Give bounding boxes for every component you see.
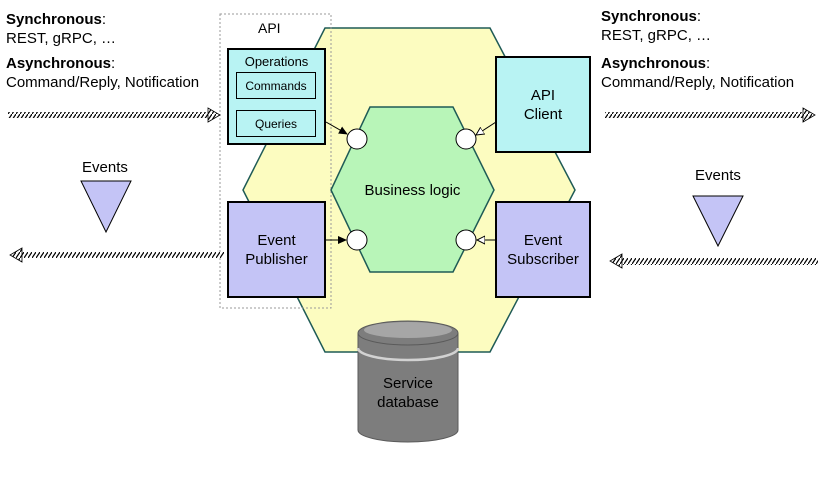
right-events-arrow: [609, 253, 818, 269]
right-async-colon: :: [706, 55, 711, 72]
left-async-colon: :: [111, 55, 116, 72]
right-sync-label: Synchronous: [601, 8, 697, 25]
left-sync-arrow: [8, 107, 221, 123]
commands-box: Commands: [236, 72, 316, 99]
port-operations: [346, 128, 368, 150]
right-events-label: Events: [695, 167, 741, 184]
api-group-border: [219, 13, 332, 309]
right-sync-colon: :: [696, 8, 702, 25]
left-events-triangle-icon: [80, 180, 132, 234]
business-logic-label: Business logic: [364, 182, 461, 199]
right-events-triangle-icon: [692, 195, 744, 248]
left-sync-line: Synchronous:: [6, 12, 106, 27]
api-group-title: API: [258, 20, 281, 36]
service-database-line1: Service: [382, 375, 434, 392]
event-subscriber-line1: Event: [523, 231, 563, 249]
api-client-line1: API: [530, 86, 556, 104]
event-subscriber-line2: Subscriber: [507, 250, 579, 268]
right-async-examples: Command/Reply, Notification: [601, 74, 795, 91]
right-async-line: Asynchronous:: [601, 56, 710, 71]
port-event-publisher: [346, 229, 368, 251]
left-events-arrow: [9, 247, 224, 263]
right-sync-examples: REST, gRPC, …: [601, 27, 712, 44]
right-async-label: Asynchronous: [601, 55, 707, 72]
left-events-label: Events: [82, 159, 128, 176]
left-sync-examples: REST, gRPC, …: [6, 30, 117, 47]
queries-box: Queries: [236, 110, 316, 137]
left-async-label: Asynchronous: [6, 55, 112, 72]
left-async-line: Asynchronous:: [6, 56, 115, 71]
event-publisher-box: Event Publisher: [227, 201, 326, 298]
event-publisher-line1: Event: [257, 231, 296, 249]
service-database-label: Service database: [358, 373, 458, 413]
service-database-line2: database: [377, 394, 439, 411]
left-sync-label: Synchronous: [6, 11, 102, 28]
api-client-box: API Client: [495, 56, 591, 153]
operations-to-port-arrow: [325, 121, 348, 135]
port-event-subscriber: [455, 229, 477, 251]
business-logic-hexagon: [330, 106, 495, 273]
right-sync-arrow: [605, 107, 816, 123]
api-client-line2: Client: [523, 105, 563, 123]
event-publisher-line2: Publisher: [245, 250, 308, 268]
service-database-cylinder: [356, 320, 460, 443]
port-api-client: [455, 128, 477, 150]
left-sync-colon: :: [101, 11, 107, 28]
api-client-to-port-arrow: [476, 121, 497, 135]
event-subscriber-box: Event Subscriber: [495, 201, 591, 298]
right-sync-line: Synchronous:: [601, 9, 701, 24]
operations-title: Operations: [244, 54, 309, 69]
left-async-examples: Command/Reply, Notification: [6, 74, 200, 91]
